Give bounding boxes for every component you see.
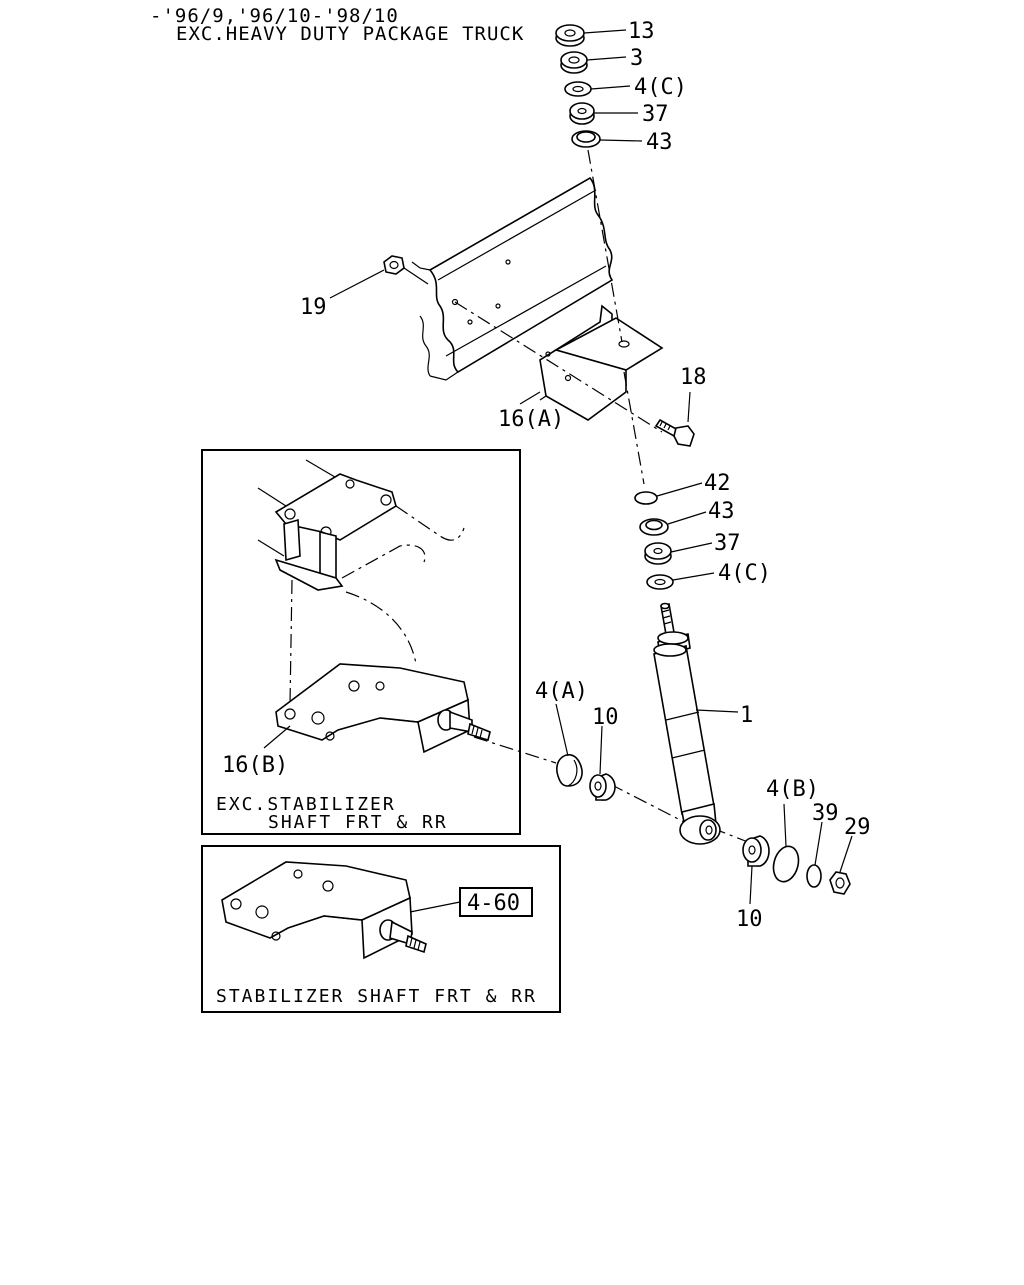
ref-box-4-60 <box>459 887 533 917</box>
bracket-16b <box>275 663 491 754</box>
callout-42: 42 <box>704 471 731 496</box>
header-date-range: -'96/9,'96/10-'98/10 <box>150 5 399 27</box>
callout-4c-top: 4(C) <box>634 75 687 100</box>
bolt-18 <box>654 418 695 447</box>
nut-19 <box>383 255 405 275</box>
washer-4c-top <box>564 81 592 97</box>
nut-13 <box>555 24 585 47</box>
callout-4a: 4(A) <box>535 679 588 704</box>
callout-16b: 16(B) <box>222 753 288 778</box>
inset-exc-stabilizer <box>201 449 521 835</box>
callout-4c-bottom: 4(C) <box>718 561 771 586</box>
inset-exc-caption-line2: SHAFT FRT & RR <box>268 812 448 833</box>
ref-4-60: 4-60 <box>467 891 520 916</box>
bushing-10-left <box>589 773 616 801</box>
retainer-43-top <box>571 130 601 148</box>
inset-stabilizer-shaft <box>201 845 561 1013</box>
callout-39: 39 <box>812 801 839 826</box>
bushing-37-top <box>569 102 595 125</box>
callout-43-bottom: 43 <box>708 499 735 524</box>
inset-exc-caption-line1: EXC.STABILIZER <box>216 794 396 815</box>
washer-39 <box>806 864 822 888</box>
shock-absorber-1 <box>653 602 721 845</box>
retainer-43-bottom <box>639 518 669 536</box>
bushing-10-right <box>742 835 770 867</box>
washer-4c-bottom <box>646 574 674 590</box>
bracket-16a <box>539 304 664 421</box>
header-package-note: EXC.HEAVY DUTY PACKAGE TRUCK <box>176 23 524 45</box>
callout-29: 29 <box>844 815 871 840</box>
callout-37-bottom: 37 <box>714 531 741 556</box>
callout-10-left: 10 <box>592 705 619 730</box>
nut-3 <box>560 51 588 74</box>
inset-exc-frame-plates <box>257 459 465 665</box>
callout-16a: 16(A) <box>498 407 564 432</box>
callout-43-top: 43 <box>646 130 673 155</box>
callout-10-bottom: 10 <box>736 907 763 932</box>
inset-stab-caption: STABILIZER SHAFT FRT & RR <box>216 986 537 1007</box>
callout-4b: 4(B) <box>766 777 819 802</box>
callout-37-top: 37 <box>642 102 669 127</box>
bushing-4a <box>556 754 583 787</box>
bushing-37-bottom <box>644 542 672 565</box>
frame-rail <box>411 176 614 381</box>
nut-29 <box>829 871 851 895</box>
callout-13: 13 <box>628 19 655 44</box>
callout-1: 1 <box>740 703 753 728</box>
washer-42 <box>634 491 658 505</box>
callout-19: 19 <box>300 295 327 320</box>
callout-18: 18 <box>680 365 707 390</box>
inset-stab-bracket <box>221 861 427 960</box>
callout-3: 3 <box>630 46 643 71</box>
bushing-4b <box>772 845 800 883</box>
